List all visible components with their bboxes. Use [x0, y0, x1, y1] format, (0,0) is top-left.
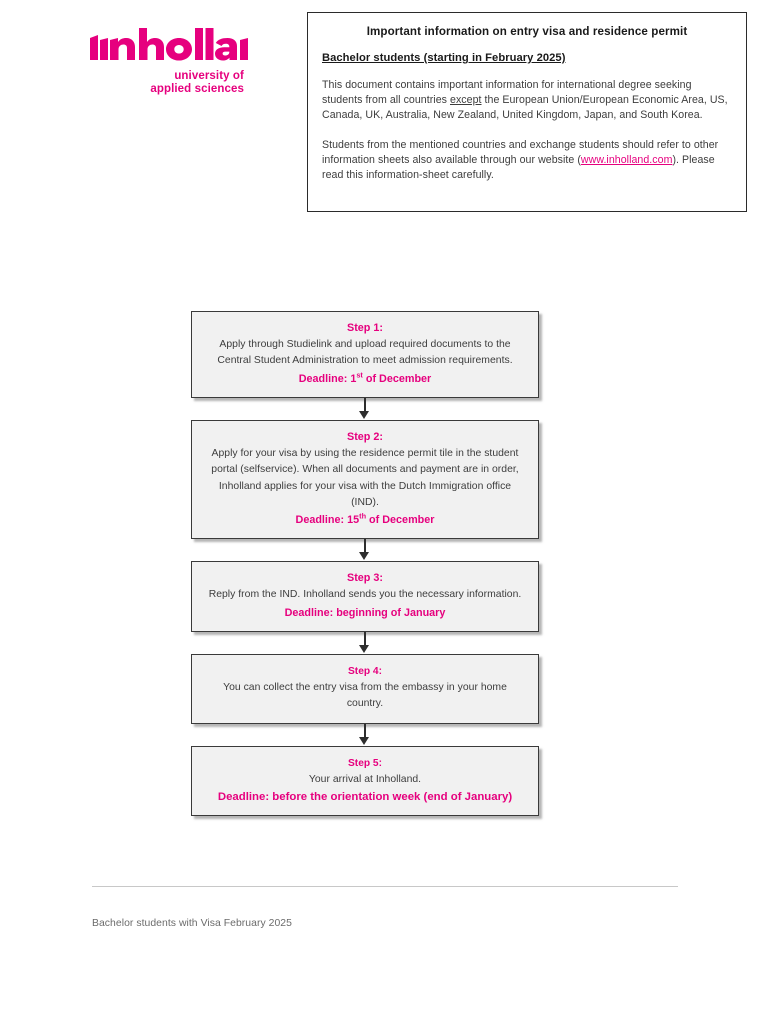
- flow-connector-2-3: [191, 539, 539, 561]
- flow-step-3-body: Reply from the IND. Inholland sends you …: [208, 589, 522, 601]
- logo-tagline-line1: university of: [174, 70, 244, 82]
- flow-step-2-deadline: Deadline: 15th of December: [206, 512, 524, 528]
- flow-connector-4-5: [191, 723, 539, 746]
- flow-step-2-deadline-post: of December: [366, 514, 435, 527]
- flow-step-5-body: Your arrival at Inholland.: [308, 773, 422, 785]
- flow-step-1-body: Apply through Studielink and upload requ…: [217, 339, 513, 367]
- flow-connector-1-2: [191, 397, 539, 420]
- header-paragraph-2: Students from the mentioned countries an…: [322, 138, 732, 184]
- flow-step-2-deadline-ordinal: th: [359, 511, 367, 521]
- document-title: Important information on entry visa and …: [366, 25, 688, 38]
- logo-tagline-line2: applied sciences: [150, 82, 244, 95]
- logo-tagline: university of applied sciences: [88, 70, 248, 95]
- flow-step-1-deadline-post: of December: [362, 372, 432, 385]
- connector-stem: [364, 397, 366, 414]
- flow-step-2-title: Step 2:: [347, 430, 383, 443]
- flow-step-3-deadline: Deadline: beginning of January: [284, 606, 446, 619]
- flow-step-2-body: Apply for your visa by using the residen…: [211, 447, 519, 509]
- flow-step-1-title: Step 1:: [347, 322, 383, 334]
- arrow-down-icon: [359, 644, 369, 653]
- arrow-down-icon: [359, 552, 369, 561]
- flow-step-4: Step 4: You can collect the entry visa f…: [191, 653, 539, 724]
- flow-step-3-title: Step 3:: [347, 572, 383, 585]
- flow-step-1-deadline-ordinal: st: [356, 370, 363, 380]
- flow-step-4-body: You can collect the entry visa from the …: [223, 681, 507, 710]
- header-paragraph-1-post: the European Union/European Economic Are…: [322, 94, 728, 122]
- footer-text: Bachelor students with Visa February 202…: [92, 918, 292, 929]
- visa-process-flowchart: Step 1: Apply through Studielink and upl…: [191, 311, 539, 817]
- inholland-website-link[interactable]: www.inholland.com: [580, 153, 673, 166]
- document-subtitle: Bachelor students (starting in February …: [322, 52, 566, 64]
- connector-stem: [364, 539, 366, 556]
- connector-stem: [364, 631, 366, 648]
- footer-divider: [92, 886, 678, 887]
- flow-step-4-title: Step 4:: [348, 665, 382, 677]
- header-paragraph-1: This document contains important informa…: [322, 78, 732, 124]
- header-paragraph-1-emphasis: except: [450, 94, 482, 107]
- flow-step-1: Step 1: Apply through Studielink and upl…: [191, 311, 539, 398]
- header-paragraph-2-post: ). Please read this information-sheet ca…: [322, 153, 715, 182]
- flow-step-5-deadline: Deadline: before the orientation week (e…: [217, 791, 513, 804]
- flow-step-1-deadline-pre: Deadline: 1: [298, 372, 357, 385]
- arrow-down-icon: [359, 736, 369, 745]
- flow-step-3: Step 3: Reply from the IND. Inholland se…: [191, 561, 539, 632]
- header-paragraph-2-pre: Students from the mentioned countries an…: [322, 138, 719, 166]
- inholland-logo: university of applied sciences: [88, 26, 248, 95]
- inholland-wordmark-icon: [88, 26, 248, 66]
- flow-step-5: Step 5: Your arrival at Inholland. Deadl…: [191, 745, 539, 817]
- header-info-box: Important information on entry visa and …: [307, 12, 747, 212]
- flow-step-1-deadline: Deadline: 1st of December: [206, 371, 524, 387]
- flow-step-5-title: Step 5:: [348, 757, 382, 769]
- arrow-down-icon: [359, 410, 369, 419]
- connector-stem: [364, 723, 366, 740]
- flow-connector-3-4: [191, 631, 539, 654]
- header-paragraph-1-pre: This document contains important informa…: [322, 79, 692, 107]
- flow-step-2-deadline-pre: Deadline: 15: [295, 514, 360, 527]
- flow-step-2: Step 2: Apply for your visa by using the…: [191, 419, 539, 540]
